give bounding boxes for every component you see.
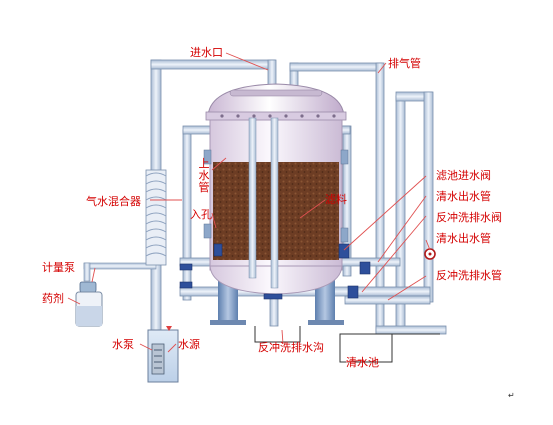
label-backwash-ditch: 反冲洗排水沟 [258,341,324,354]
label-filter-media: 滤料 [325,193,347,206]
label-backwash-drain-pipe: 反冲洗排水管 [436,269,502,282]
label-filter-inlet-valve: 滤池进水阀 [436,169,491,182]
chemical-dosing [75,262,157,327]
label-clean-outlet-pipe-1: 清水出水管 [436,190,491,203]
water-source-well [147,326,179,383]
label-chemical: 药剂 [42,292,64,305]
clear-water-tank [339,333,440,363]
label-upper-pipe: 上水管 [198,157,210,194]
label-metering-pump: 计量泵 [42,261,75,274]
label-water-source: 水源 [178,338,200,351]
label-backwash-drain-valve: 反冲洗排水阀 [436,211,502,224]
leader-lines [67,52,431,363]
label-water-pump: 水泵 [112,338,134,351]
label-mixer: 气水混合器 [86,195,141,208]
pressure-gauge-icon [424,248,436,260]
return-mark: ↵ [508,391,515,400]
label-inlet: 进水口 [190,46,223,59]
label-vent-pipe: 排气管 [388,57,421,70]
label-manhole: 入孔 [190,208,212,221]
valves [179,243,371,300]
backwash-ditch [254,326,301,343]
label-clean-outlet-pipe-2: 清水出水管 [436,232,491,245]
air-water-mixer [145,169,167,266]
filter-tank [203,83,349,325]
label-clear-water-tank: 清水池 [346,356,379,369]
